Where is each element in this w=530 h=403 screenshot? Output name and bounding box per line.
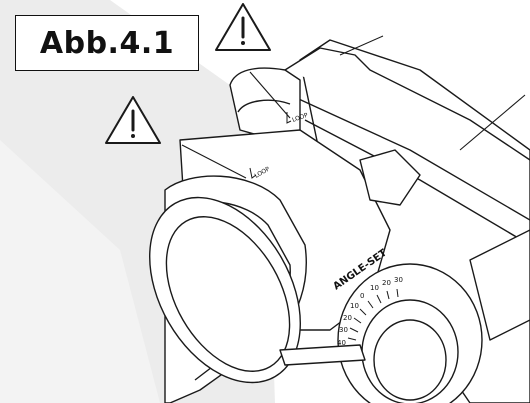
dial-scale-4: 0 (360, 292, 364, 300)
dial-scale-2: 20 (343, 314, 352, 322)
angle-set-dial-inner (373, 319, 447, 401)
instrument-top-plate (284, 47, 530, 161)
dial-scale-6: 20 (382, 279, 391, 287)
upper-eyepiece-collar (237, 99, 291, 113)
lamp-arrow-top (286, 112, 292, 124)
dial-scale-3: 10 (350, 302, 359, 310)
warning-triangle-icon (105, 96, 161, 144)
leader-line-left (181, 144, 247, 179)
clip-block (359, 149, 421, 206)
eyepiece-lens-rim (149, 196, 301, 384)
dial-scale-1: 30 (339, 326, 348, 334)
instrument-ridge (289, 94, 530, 221)
lower-bracket (469, 229, 530, 341)
dial-scale-5: 10 (370, 284, 379, 292)
dial-scale-numbers: 40 30 20 10 0 10 20 30 (337, 276, 403, 347)
base-strip (279, 344, 366, 366)
leader-line-topright (339, 35, 384, 56)
leader-line-top (249, 71, 291, 119)
dial-scale-0: 40 (337, 339, 346, 347)
eyepiece-lens-inner (165, 216, 291, 372)
figure-label: Abb.4.1 (15, 15, 199, 71)
lamp-arrow-left (249, 167, 257, 179)
instrument-ridge-lower (304, 119, 530, 246)
dial-scale-7: 30 (394, 276, 403, 284)
dial-ticks (347, 288, 399, 341)
background-shadow-lower (0, 140, 160, 403)
leader-line-right (459, 94, 526, 151)
warning-triangle-icon (215, 3, 271, 51)
angle-set-dial-outer (337, 263, 483, 403)
